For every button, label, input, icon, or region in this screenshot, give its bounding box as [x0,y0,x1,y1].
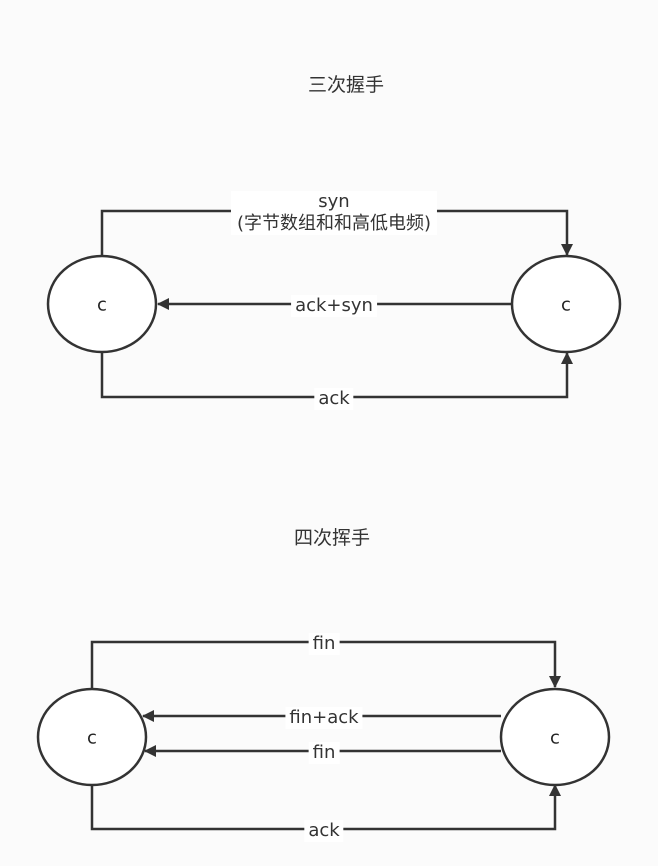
wave-ack-label: ack [304,820,344,842]
wave-fin-ack-label: fin+ack [285,707,363,729]
wave-fin-top-label: fin [308,633,340,655]
handshake-title: 三次握手 [307,74,385,96]
wave-title: 四次挥手 [293,527,371,549]
handshake-right-node-label: c [561,294,571,316]
handshake-ack-syn-label: ack+syn [291,295,377,317]
handshake-diagram [46,209,622,399]
wave-fin-mid-label: fin [308,742,340,764]
handshake-left-node [46,254,158,354]
wave-left-node [36,687,148,787]
wave-left-node-label: c [87,727,97,749]
wave-diagram [36,640,611,831]
handshake-ack-label: ack [314,388,354,410]
handshake-syn-subtext: (字节数组和和高低电频) [236,213,432,234]
handshake-left-node-label: c [97,294,107,316]
wave-right-node-label: c [550,727,560,749]
handshake-syn-label: syn (字节数组和和高低电频) [230,191,438,235]
handshake-right-node [510,254,622,354]
wave-right-node [499,687,611,787]
handshake-syn-text: syn [318,191,350,212]
